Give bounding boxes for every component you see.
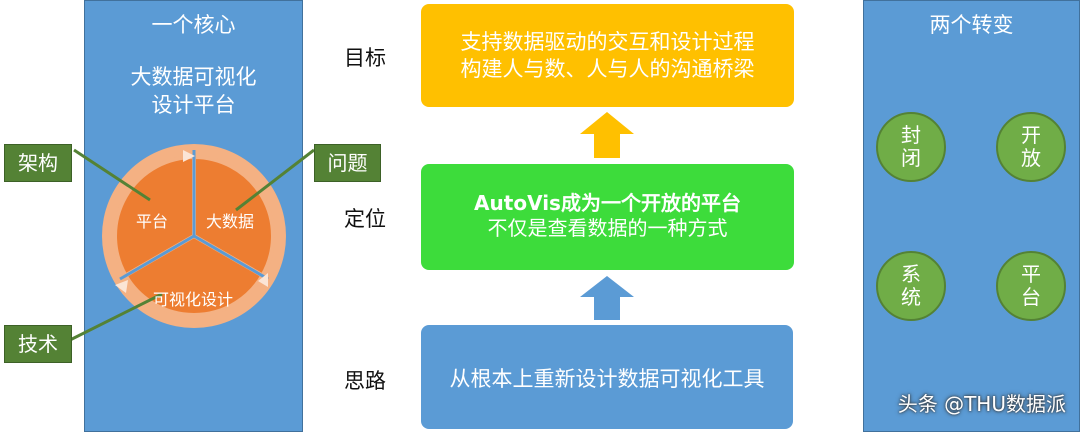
circle-system-text: 系统 [901, 262, 921, 309]
goal-box: 支持数据驱动的交互和设计过程 构建人与数、人与人的沟通桥梁 [421, 4, 794, 107]
pie-label-vis: 可视化设计 [153, 290, 234, 309]
up-arrow-goal [580, 112, 634, 158]
position-box: AutoVis成为一个开放的平台 不仅是查看数据的一种方式 [421, 164, 794, 270]
idea-box: 从根本上重新设计数据可视化工具 [421, 325, 793, 429]
circle-platform-text: 平台 [1021, 262, 1041, 309]
connector-technology [69, 292, 163, 342]
circle-system: 系统 [876, 251, 946, 321]
pie-divider [119, 234, 195, 281]
idea-text: 从根本上重新设计数据可视化工具 [449, 367, 765, 391]
position-line1: AutoVis成为一个开放的平台 [474, 191, 741, 215]
cycle-arrowhead [183, 150, 195, 162]
circle-open: 开放 [996, 112, 1066, 182]
cycle-arrowhead [258, 273, 268, 287]
goal-line2: 构建人与数、人与人的沟通桥梁 [460, 57, 755, 81]
core-panel-title: 一个核心 [151, 13, 236, 37]
transformations-title: 两个转变 [929, 13, 1014, 37]
goal-label: 目标 [344, 46, 386, 70]
cycle-arrowhead [115, 280, 128, 293]
position-label: 定位 [344, 207, 386, 231]
tag-technology: 技术 [4, 325, 72, 363]
platform-title-line1: 大数据可视化 [130, 65, 257, 89]
up-arrow-position [580, 276, 634, 320]
transformations-panel: 两个转变 [863, 0, 1080, 432]
tag-architecture: 架构 [4, 144, 72, 182]
circle-platform: 平台 [996, 251, 1066, 321]
idea-label: 思路 [344, 369, 386, 393]
circle-open-text: 开放 [1021, 123, 1041, 170]
circle-closed-text: 封闭 [901, 123, 921, 170]
goal-line1: 支持数据驱动的交互和设计过程 [460, 30, 755, 54]
watermark: 头条 @THU数据派 [897, 392, 1066, 416]
connector-problem [235, 148, 315, 212]
platform-title-line2: 设计平台 [151, 93, 236, 117]
pie-divider [193, 234, 269, 281]
pie-label-platform: 平台 [136, 212, 169, 231]
tag-problem: 问题 [314, 144, 381, 182]
connector-architecture [73, 148, 151, 202]
position-line2: 不仅是查看数据的一种方式 [487, 216, 728, 240]
circle-closed: 封闭 [876, 112, 946, 182]
pie-label-bigdata: 大数据 [206, 212, 255, 231]
